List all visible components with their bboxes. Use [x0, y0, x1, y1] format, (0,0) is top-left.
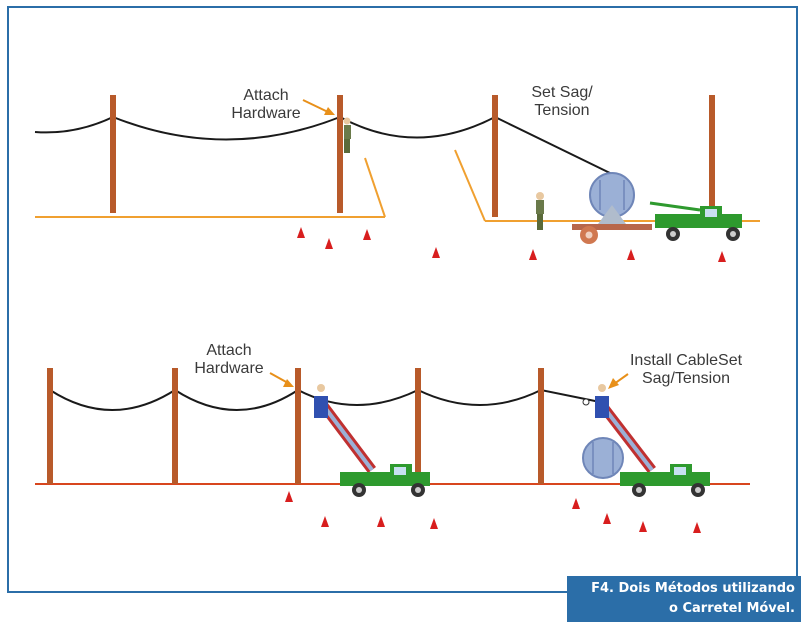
arrowhead-install-bottom — [608, 378, 619, 389]
utility-pole-8 — [415, 368, 421, 484]
top-scene — [34, 95, 760, 262]
arrow-attach-bottom — [269, 372, 289, 384]
traffic-cone — [639, 521, 647, 532]
utility-pole-6 — [172, 368, 178, 484]
utility-pole-7 — [295, 368, 301, 484]
utility-pole-3 — [492, 95, 498, 217]
traffic-cone — [603, 513, 611, 524]
bucket-truck-2 — [582, 384, 710, 497]
caption-line-2: o Carretel Móvel. — [669, 601, 795, 616]
traffic-cone — [363, 229, 371, 240]
attach-hardware-label-top: Attach Hardware — [231, 87, 301, 122]
utility-truck-top — [649, 201, 742, 241]
utility-pole-2 — [337, 95, 343, 213]
traffic-cone — [377, 516, 385, 527]
arrow-attach-top — [302, 99, 329, 113]
traffic-cone — [693, 522, 701, 533]
figure-caption: F4. Dois Métodos utilizando o Carretel M… — [567, 576, 801, 622]
arrowhead-attach-top — [324, 107, 335, 115]
ground-slope-left — [364, 157, 386, 218]
traffic-cone — [321, 516, 329, 527]
traffic-cone — [572, 498, 580, 509]
bucket-truck-1 — [314, 384, 430, 497]
utility-pole-1 — [110, 95, 116, 213]
traffic-cone — [297, 227, 305, 238]
utility-pole-4 — [709, 95, 715, 213]
install-cableset-label: Install CableSet Sag/Tension — [629, 352, 743, 387]
traffic-cone — [718, 251, 726, 262]
utility-pole-9 — [538, 368, 544, 484]
cable-top — [34, 115, 613, 175]
cable-reel-trailer — [572, 172, 652, 244]
bottom-scene — [35, 368, 750, 533]
utility-pole-5 — [47, 368, 53, 484]
diagram-frame — [7, 6, 798, 593]
caption-line-1: F4. Dois Métodos utilizando — [591, 581, 795, 596]
attach-hardware-label-bottom: Attach Hardware — [194, 342, 264, 377]
traffic-cone — [430, 518, 438, 529]
ground-slope-right — [454, 149, 486, 222]
ground-worker — [536, 192, 544, 230]
arrowhead-attach-bottom — [283, 379, 294, 387]
set-sag-tension-label: Set Sag/ Tension — [531, 84, 593, 119]
traffic-cone — [325, 238, 333, 249]
traffic-cone — [529, 249, 537, 260]
traffic-cone — [285, 491, 293, 502]
traffic-cone — [432, 247, 440, 258]
lineman-on-pole — [343, 117, 351, 153]
traffic-cone — [627, 249, 635, 260]
